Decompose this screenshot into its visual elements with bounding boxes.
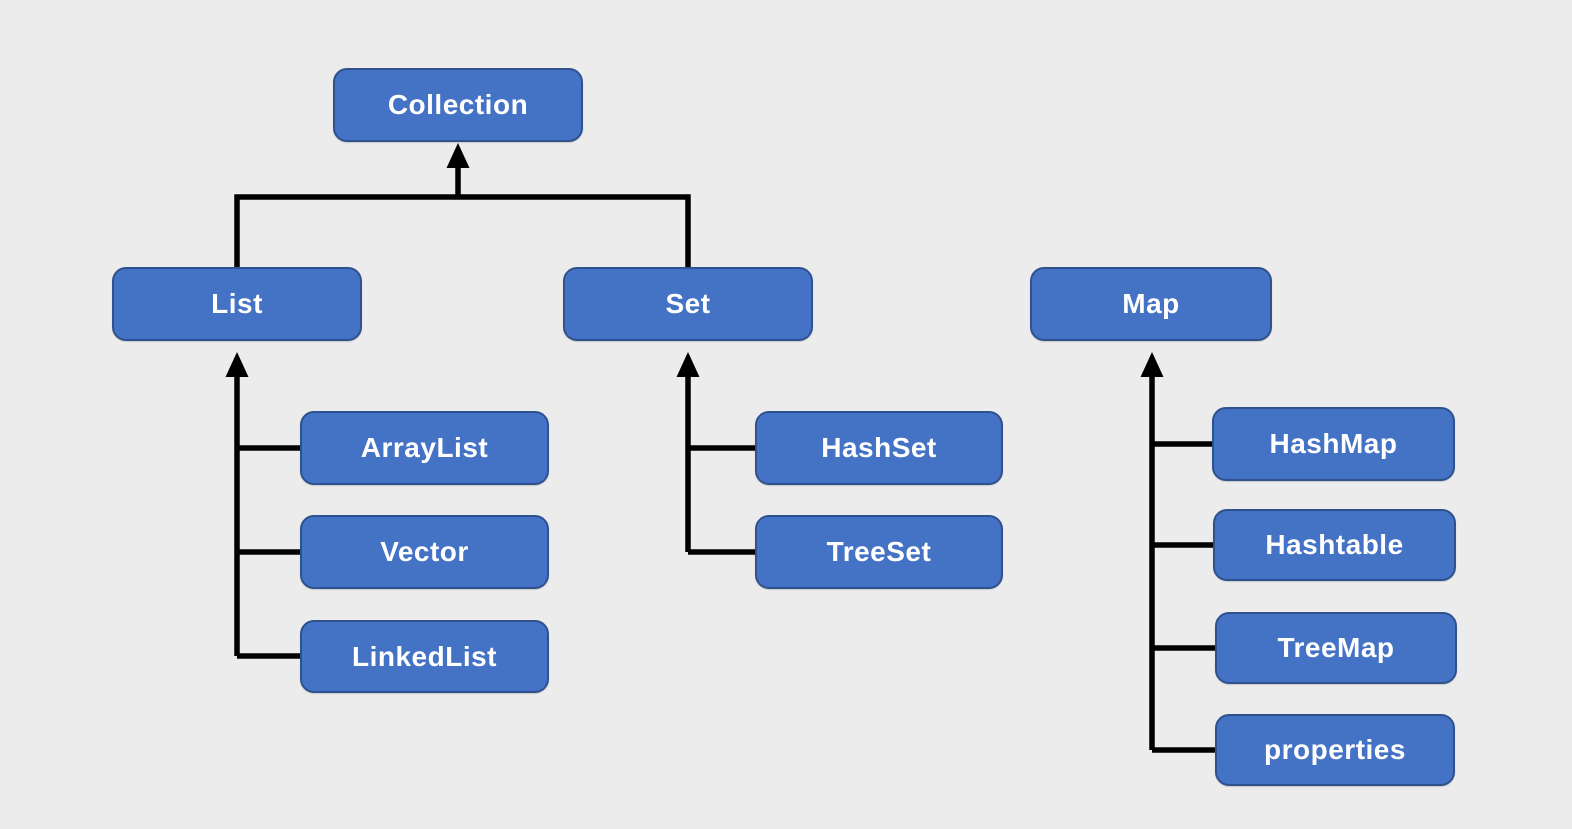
arrowhead-to-map — [1140, 352, 1164, 377]
node-hashset-label: HashSet — [821, 432, 937, 463]
node-arraylist-label: ArrayList — [360, 432, 489, 463]
node-hashmap-label: HashMap — [1269, 428, 1398, 459]
arrowhead-to-collection — [446, 143, 470, 168]
edge-collection-bracket — [234, 194, 691, 267]
node-map: Map — [1030, 267, 1272, 341]
node-list: List — [112, 267, 362, 341]
node-set: Set — [563, 267, 813, 341]
node-treeset: TreeSet — [755, 515, 1003, 589]
node-hashtable: Hashtable — [1213, 509, 1456, 581]
node-set-label: Set — [665, 288, 711, 319]
node-arraylist: ArrayList — [300, 411, 549, 485]
node-collection-label: Collection — [387, 89, 529, 120]
node-treemap-label: TreeMap — [1277, 632, 1395, 663]
node-linkedlist: LinkedList — [300, 620, 549, 693]
node-vector-label: Vector — [380, 536, 469, 567]
node-treeset-label: TreeSet — [826, 536, 932, 567]
node-properties: properties — [1215, 714, 1455, 786]
node-vector: Vector — [300, 515, 549, 589]
node-hashtable-label: Hashtable — [1265, 529, 1404, 560]
arrowhead-to-list — [225, 352, 249, 377]
node-map-label: Map — [1122, 288, 1180, 319]
arrowhead-to-set — [676, 352, 700, 377]
node-list-label: List — [211, 288, 263, 319]
node-properties-label: properties — [1264, 734, 1406, 765]
node-hashmap: HashMap — [1212, 407, 1455, 481]
node-treemap: TreeMap — [1215, 612, 1457, 684]
node-collection: Collection — [333, 68, 583, 142]
node-hashset: HashSet — [755, 411, 1003, 485]
node-linkedlist-label: LinkedList — [351, 640, 497, 672]
